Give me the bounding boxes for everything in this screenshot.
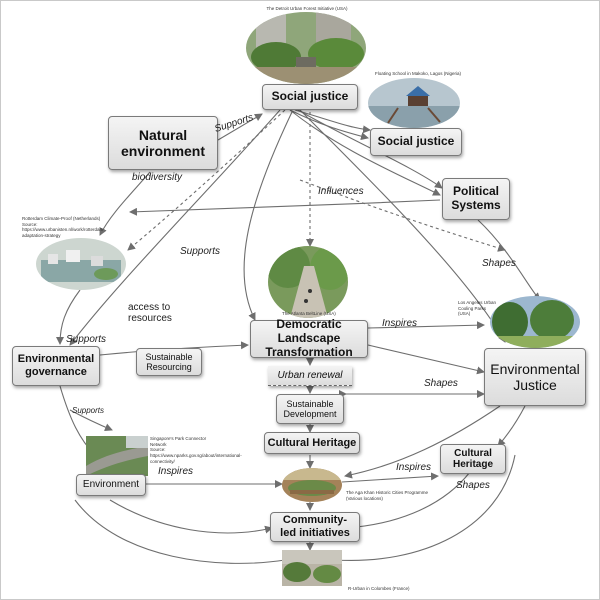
- aga-khan-caption: The Aga Khan Historic Cities Programme (…: [346, 490, 429, 501]
- label-supports-left: Supports: [66, 334, 107, 345]
- colombes-caption: R-Urban in Colombes (France): [348, 586, 410, 591]
- label-shapes-mid: Shapes: [424, 378, 458, 389]
- atlanta-caption: The Atlanta BeltLine (USA): [282, 311, 336, 316]
- label-inspires-mid: Inspires: [158, 466, 194, 477]
- detroit-forest-photo: [246, 12, 366, 84]
- node-environment[interactable]: Environment: [76, 474, 146, 496]
- rotterdam-photo: [36, 238, 126, 290]
- edge-democratic-to-envjustice: [367, 321, 485, 330]
- atlanta-beltline-photo: [268, 246, 348, 318]
- rotterdam-caption: Rotterdam Climate-Proof (Netherlands) So…: [22, 216, 105, 238]
- node-environmental-governance[interactable]: Environmental governance: [12, 346, 100, 386]
- singapore-caption: Singapore's Park Connector Network Sourc…: [150, 436, 242, 464]
- node-sustainable-development[interactable]: Sustainable Development: [276, 394, 344, 424]
- colombes-photo: [282, 550, 342, 586]
- node-natural-environment[interactable]: Natural environment: [108, 116, 218, 170]
- detroit-caption: The Detroit Urban Forest Initiative (USA…: [266, 6, 348, 11]
- label-shapes-lower: Shapes: [456, 480, 490, 491]
- edge-social-to-rotterdam: [127, 109, 286, 251]
- aga-khan-photo: [282, 468, 342, 502]
- node-social-justice-right[interactable]: Social justice: [370, 128, 462, 156]
- label-supports-mid: Supports: [180, 246, 221, 257]
- node-urban-renewal[interactable]: Urban renewal: [268, 366, 352, 386]
- edge-social-to-political: [289, 109, 441, 196]
- node-environmental-justice[interactable]: Environmental Justice: [484, 348, 586, 406]
- edge-outer-right: [334, 454, 516, 562]
- node-community-led[interactable]: Community-led initiatives: [270, 512, 360, 542]
- edge-aga-to-heritage: [341, 472, 439, 483]
- node-political-systems[interactable]: Political Systems: [442, 178, 510, 220]
- edge-outer-left-2: [109, 499, 273, 534]
- edge-envjustice-to-aga: [344, 405, 501, 479]
- node-cultural-heritage-right[interactable]: Cultural Heritage: [440, 444, 506, 474]
- edge-political-to-rotterdam: [129, 199, 441, 216]
- edge-envjustice-to-heritage: [497, 405, 526, 447]
- edge-influences-dashed: [299, 179, 506, 252]
- label-access-resources: access to resources: [128, 302, 172, 324]
- edge-democratic-to-envjustice-2: [367, 344, 485, 375]
- edge-social-to-social-right: [289, 109, 369, 141]
- edge-rotterdam-to-governance: [56, 289, 81, 345]
- edge-heritage-to-community: [345, 471, 471, 532]
- label-biodiversity: biodiversity: [132, 172, 183, 183]
- label-influences: Influences: [318, 186, 364, 197]
- label-inspires-right: Inspires: [396, 462, 432, 473]
- lagos-school-photo: [368, 78, 460, 128]
- label-shapes-right: Shapes: [482, 258, 516, 269]
- node-sustainable-resourcing[interactable]: Sustainable Resourcing: [136, 348, 202, 376]
- edge-natural-to-rotterdam: [99, 171, 151, 236]
- node-democratic-landscape[interactable]: Democratic Landscape Transformation: [250, 317, 368, 359]
- label-supports-lower: Supports: [72, 406, 105, 415]
- edge-social-to-governance: [69, 109, 281, 346]
- la-cooling-parks-photo: [490, 296, 580, 348]
- node-cultural-heritage-center[interactable]: Cultural Heritage: [264, 432, 360, 454]
- edge-outer-left: [74, 499, 286, 564]
- label-inspires-top: Inspires: [382, 318, 418, 329]
- lagos-caption: Floating School in Makoko, Lagos (Nigeri…: [375, 71, 462, 76]
- edge-social-to-social-right-2: [294, 109, 371, 134]
- node-social-justice-top[interactable]: Social justice: [262, 84, 358, 110]
- la-caption: Los Angeles Urban Cooling Parks (USA): [458, 300, 497, 317]
- singapore-park-photo: [86, 436, 148, 476]
- edge-social-to-envjustice: [299, 109, 506, 343]
- edge-political-to-envjustice: [477, 219, 541, 301]
- edge-governance-to-singapore: [69, 409, 113, 431]
- edge-natural-to-social: [217, 113, 263, 141]
- edge-social-to-democratic-solid: [243, 111, 293, 321]
